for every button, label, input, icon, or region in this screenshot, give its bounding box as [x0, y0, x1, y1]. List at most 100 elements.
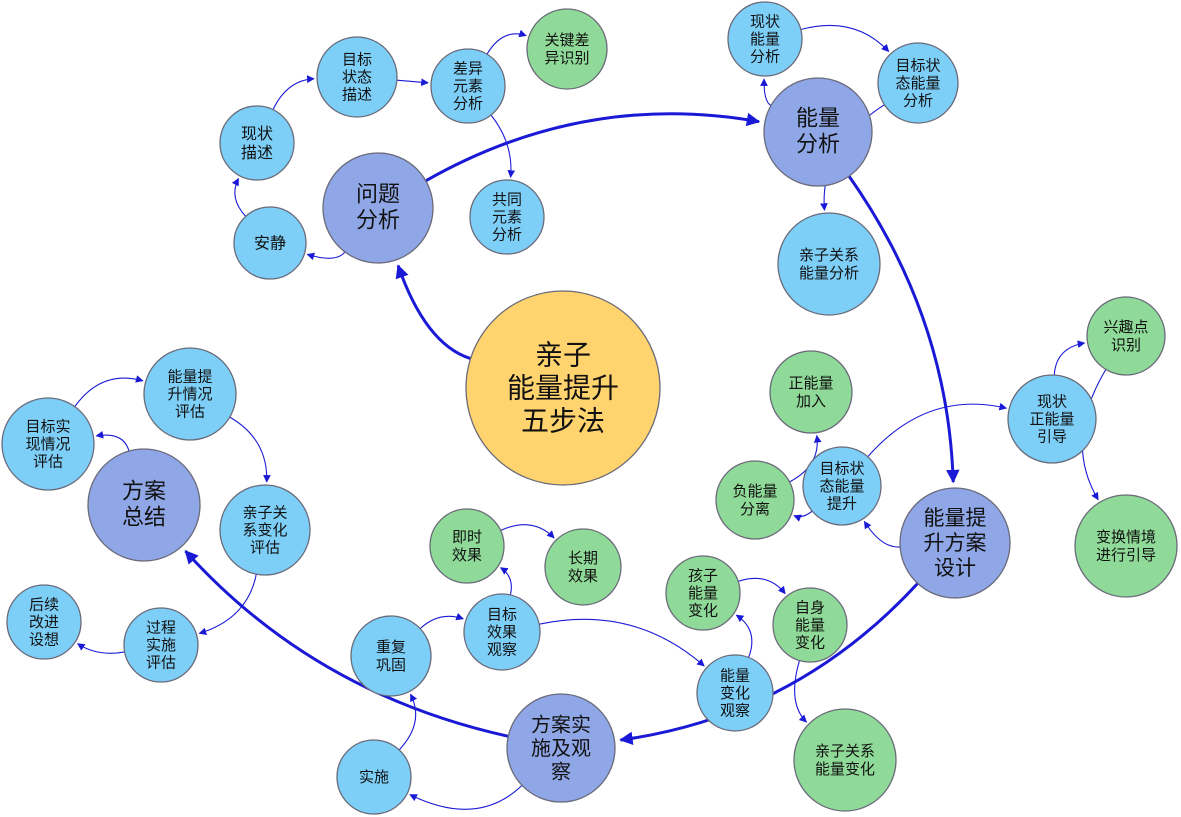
arrow-target-boost-to-negative-sep: [793, 510, 813, 522]
node-label: 兴趣点: [1103, 318, 1148, 336]
arrow-repeat-to-target-observe: [419, 612, 464, 630]
node-circle-target-energy: [877, 42, 959, 124]
arrow-process-eval-to-followup: [76, 643, 125, 654]
node-label: 目标状: [819, 459, 864, 477]
node-label: 评估: [146, 654, 176, 672]
node-label: 现状: [241, 124, 273, 143]
arrow-energy-analysis-to-status-energy: [760, 78, 772, 106]
node-label: 目标状: [895, 56, 940, 74]
node-circle-followup: [6, 584, 82, 660]
node-label: 变化: [795, 634, 825, 652]
node-circle-goal-eval: [1, 397, 95, 491]
node-label: 能量: [795, 616, 825, 634]
node-circle-plan-design: [899, 487, 1011, 599]
arrow-diff-analysis-to-key-diff: [486, 29, 527, 55]
node-circle-self-change: [772, 587, 848, 663]
node-circle-repeat: [350, 615, 432, 697]
node-label: 亲子关系: [799, 246, 859, 264]
node-label: 目标实: [25, 417, 70, 435]
node-circle-process-eval: [123, 607, 199, 683]
node-label: 分析: [453, 95, 483, 113]
node-label: 元素: [453, 77, 483, 95]
arrow-child-change-to-self-change: [737, 577, 786, 595]
node-label: 方案: [122, 480, 166, 505]
node-label: 变化: [720, 684, 750, 702]
arrow-relation-eval-to-process-eval: [198, 573, 257, 636]
node-circle-problem-analysis: [322, 152, 434, 264]
node-label: 实施: [146, 636, 176, 654]
arrow-self-change-to-relation-change: [794, 660, 808, 723]
node-label: 变化: [688, 602, 718, 620]
node-label: 实施: [359, 768, 389, 786]
node-label: 能量: [796, 107, 840, 132]
node-circle-execute: [336, 739, 412, 815]
node-label: 现状: [750, 12, 780, 30]
node-label: 加入: [796, 392, 826, 410]
arrow-plan-design-to-implementation: [619, 582, 919, 746]
node-circle-relation-energy: [777, 212, 881, 316]
node-circle-implementation: [506, 693, 616, 803]
node-circle-switch-scene: [1074, 494, 1178, 598]
node-label: 系变化: [242, 521, 287, 539]
node-label: 能量提: [924, 506, 987, 530]
node-label: 评估: [33, 453, 63, 471]
node-circle-long-effect: [544, 528, 622, 606]
node-label: 分析: [492, 226, 522, 244]
node-label: 变换情境: [1096, 528, 1156, 546]
arrow-energy-eval-to-relation-eval: [229, 416, 271, 483]
node-label: 升方案: [924, 531, 987, 555]
arrow-summary-to-goal-eval: [95, 430, 130, 452]
node-circle-positive-add: [769, 350, 853, 434]
node-label: 亲子关: [242, 503, 287, 521]
node-circle-common-analysis: [469, 179, 545, 255]
node-label: 五步法: [521, 405, 605, 438]
node-label: 进行引导: [1096, 546, 1156, 564]
arrow-instant-effect-to-long-effect: [500, 524, 555, 539]
arrow-diff-analysis-to-common-analysis: [490, 114, 516, 178]
node-label: 能量提: [167, 367, 212, 385]
arrow-target-desc-to-diff-analysis: [396, 78, 429, 87]
arrow-problem-analysis-to-calm: [306, 251, 346, 261]
node-label: 孩子: [688, 566, 718, 584]
node-label: 引导: [1037, 428, 1067, 446]
node-label: 察: [551, 760, 571, 784]
arrow-problem-analysis-to-energy-analysis: [425, 112, 761, 183]
node-label: 态能量: [895, 74, 940, 92]
node-label: 能量: [720, 666, 750, 684]
arrow-status-energy-to-target-energy: [800, 24, 890, 53]
node-circle-status-energy: [727, 1, 803, 77]
arrow-energy-observe-to-child-change: [735, 614, 753, 658]
node-label: 负能量: [732, 482, 777, 500]
node-energy-analysis: 能量分析: [763, 77, 873, 187]
node-label: 过程: [146, 618, 176, 636]
node-label: 差异: [453, 59, 483, 77]
arrow-positive-guide-to-interest: [1053, 340, 1086, 376]
node-label: 分析: [356, 209, 400, 234]
node-label: 异识别: [544, 49, 589, 67]
node-circle-relation-change: [793, 708, 897, 812]
node-execute: 实施: [336, 739, 412, 815]
node-circle-positive-guide: [1007, 374, 1097, 464]
node-circle-negative-sep: [715, 460, 795, 540]
